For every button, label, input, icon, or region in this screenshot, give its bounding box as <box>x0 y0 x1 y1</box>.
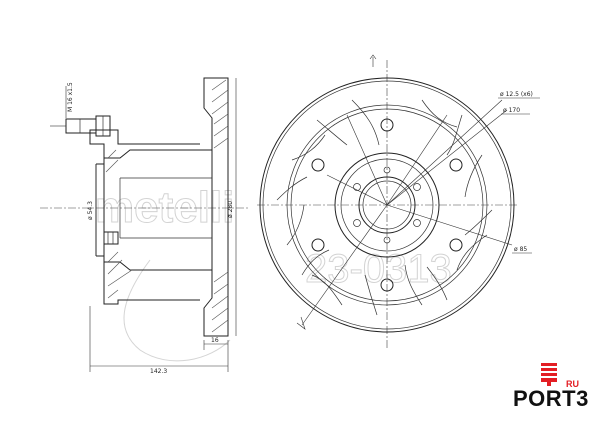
hub-holes <box>353 166 421 244</box>
bolt-hole <box>380 278 394 292</box>
watermark-ghost-shape <box>123 259 231 362</box>
disc-thickness-label: 16 <box>211 337 219 344</box>
hole-diameter-label: ø 12.5 (x6) <box>500 91 533 98</box>
watermark: metelli 23-0313 <box>95 183 452 362</box>
hub-upper-outline <box>89 129 212 159</box>
bolt-hole <box>380 118 394 132</box>
watermark-code: 23-0313 <box>305 247 452 291</box>
watermark-brand: metelli <box>95 183 234 232</box>
friction-ring-inner <box>286 104 488 306</box>
bolt-hole <box>311 158 325 172</box>
lower-bolt <box>103 231 119 245</box>
outer-diameter-label: ø 280 <box>227 201 234 218</box>
bolt-hole <box>449 158 463 172</box>
bolt-circle-label: ø 170 <box>503 107 520 114</box>
piston-icon <box>541 363 557 386</box>
front-view <box>257 54 517 350</box>
bolt-hole <box>449 238 463 252</box>
hub-lower-outline <box>103 261 212 305</box>
bolt-hole <box>311 238 325 252</box>
disc-plate-hatch <box>211 79 229 333</box>
disc-slots <box>276 99 493 316</box>
logo-wordmark: PORT3 <box>513 386 589 411</box>
side-section-view: M 16 x1.5 ø 54.3 ø 280 16 142.3 <box>40 77 250 375</box>
center-bore-circle <box>358 176 416 234</box>
stud-bolt <box>50 115 111 137</box>
center-bore-label: ø 54.3 <box>87 201 94 220</box>
disc-outer-circle <box>259 77 515 333</box>
hub-hatch <box>105 149 133 299</box>
hub-circle <box>334 152 440 258</box>
bolt-holes <box>311 118 463 292</box>
bolt-thread-label: M 16 x1.5 <box>67 82 74 112</box>
disc-plate-outline <box>203 77 229 337</box>
hub-diameter-label: ø 85 <box>514 246 527 253</box>
overall-height-label: 142.3 <box>150 368 167 375</box>
logo-suffix: RU <box>566 379 579 389</box>
port3-logo <box>541 363 557 386</box>
